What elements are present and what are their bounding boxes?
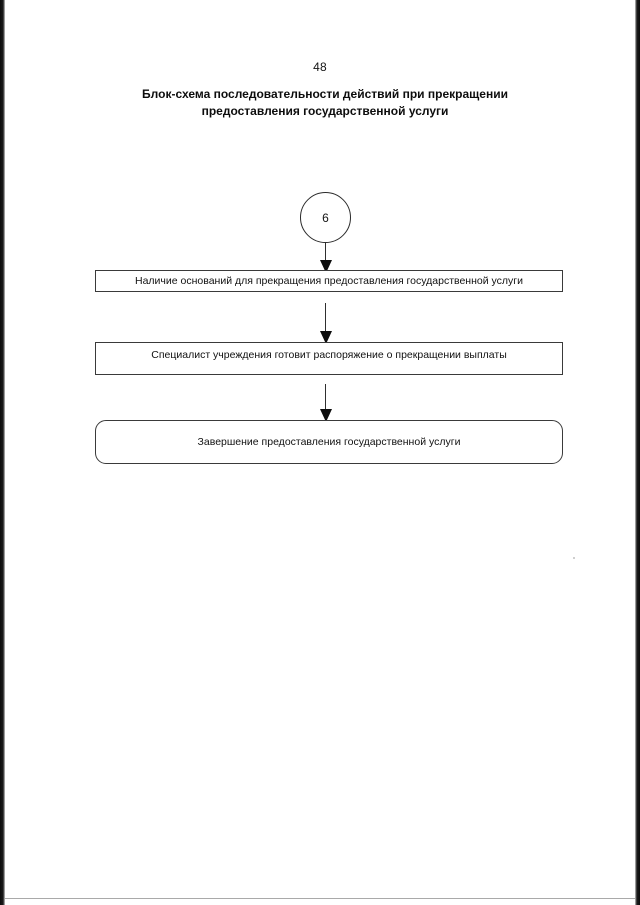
flowchart-connector-6: 6 bbox=[300, 192, 351, 243]
page-title-line-1: Блок-схема последовательности действий п… bbox=[142, 87, 508, 101]
flowchart-node-specialist-order-label: Специалист учреждения готовит распоряжен… bbox=[151, 349, 507, 361]
arrow-grounds-to-specialist bbox=[325, 303, 326, 343]
connector-label: 6 bbox=[322, 210, 329, 225]
flowchart-node-completion: Завершение предоставления государственно… bbox=[95, 420, 563, 464]
page-title-line-2: предоставления государственной услуги bbox=[201, 104, 449, 118]
arrow-connector-to-grounds bbox=[325, 243, 326, 272]
flowchart-node-grounds-label: Наличие оснований для прекращения предос… bbox=[135, 275, 523, 287]
page-number: 48 bbox=[313, 60, 327, 74]
flowchart-node-specialist-order: Специалист учреждения готовит распоряжен… bbox=[95, 342, 563, 375]
flowchart-node-completion-label: Завершение предоставления государственно… bbox=[197, 436, 461, 448]
flowchart-node-grounds: Наличие оснований для прекращения предос… bbox=[95, 270, 563, 292]
arrow-specialist-to-completion bbox=[325, 384, 326, 421]
page-title: Блок-схема последовательности действий п… bbox=[90, 86, 560, 120]
